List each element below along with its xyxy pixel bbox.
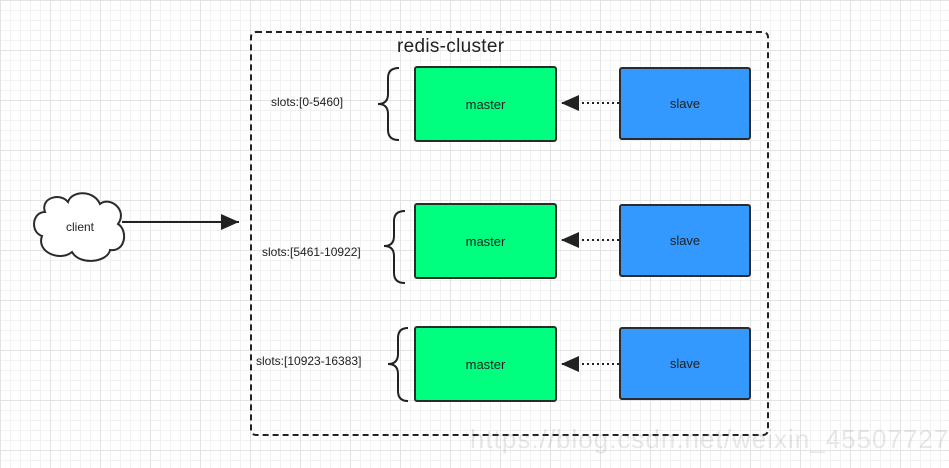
slave-node-3[interactable]: slave	[619, 327, 751, 400]
diagram-canvas: client redis-cluster slots:[0-5460] mast…	[33, 31, 948, 454]
master-node-label: master	[465, 96, 506, 112]
slot-brace-3	[387, 327, 409, 402]
client-label: client	[65, 220, 94, 234]
slot-range-label-3: slots:[10923-16383]	[256, 354, 362, 368]
slave-node-label: slave	[669, 233, 701, 248]
connectors-layer	[33, 67, 619, 402]
watermark: https://blog.csdn.net/weixin_45507727	[470, 424, 949, 454]
redis-cluster-boundary	[250, 31, 769, 436]
slave-node-label: slave	[669, 96, 701, 111]
slave-node-2[interactable]: slave	[619, 204, 751, 277]
slot-brace-1	[377, 67, 400, 141]
master-node-3[interactable]: master	[414, 326, 557, 402]
slave-node-1[interactable]: slave	[619, 67, 751, 140]
slot-range-label-2: slots:[5461-10922]	[262, 245, 361, 259]
slot-range-label-1: slots:[0-5460]	[271, 95, 344, 109]
master-node-label: master	[465, 233, 506, 249]
client-cloud-icon	[33, 192, 126, 262]
master-node-2[interactable]: master	[414, 203, 557, 279]
slave-node-label: slave	[669, 356, 701, 371]
master-node-label: master	[465, 356, 506, 372]
master-node-1[interactable]: master	[414, 66, 557, 142]
cluster-title: redis-cluster	[397, 36, 505, 57]
slot-brace-2	[383, 210, 406, 284]
